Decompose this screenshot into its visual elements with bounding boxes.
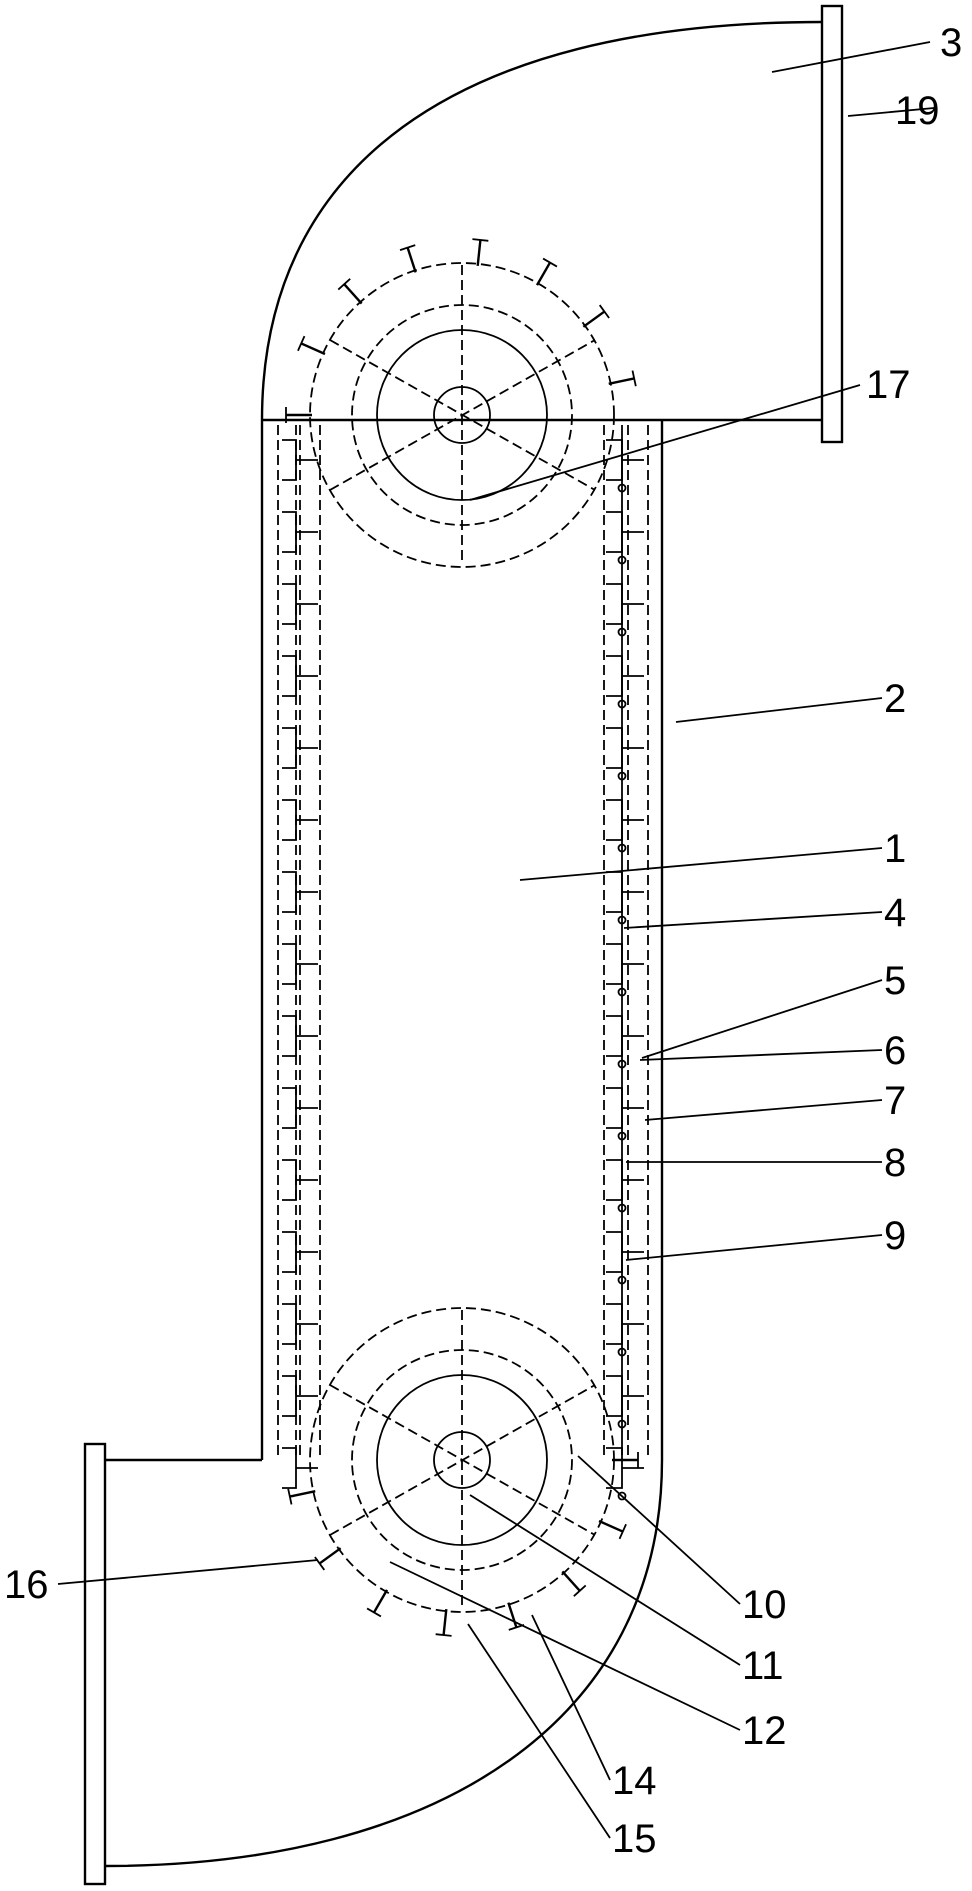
left-chain	[277, 425, 321, 1455]
label-9: 9	[884, 1214, 906, 1258]
right-chain	[603, 425, 649, 1455]
label-1: 1	[884, 827, 906, 871]
label-7: 7	[884, 1079, 906, 1123]
labels: 3 19 17 2 1 4 5 6 7 8 9 16 10 11 12 14 1…	[4, 21, 962, 1861]
label-6: 6	[884, 1029, 906, 1073]
label-10: 10	[742, 1583, 787, 1627]
bottom-sprocket	[309, 1307, 615, 1613]
label-3: 3	[940, 21, 962, 65]
label-17: 17	[866, 363, 911, 407]
label-19: 19	[895, 89, 940, 133]
label-12: 12	[742, 1709, 787, 1753]
label-5: 5	[884, 959, 906, 1003]
chain-links	[282, 439, 644, 1501]
label-15: 15	[612, 1817, 657, 1861]
leader-lines	[57, 41, 935, 1839]
sprocket-teeth	[285, 238, 639, 1637]
housing	[83, 4, 844, 1886]
label-16: 16	[4, 1563, 49, 1607]
top-sprocket	[309, 262, 615, 568]
label-8: 8	[884, 1141, 906, 1185]
label-11: 11	[742, 1644, 784, 1688]
label-4: 4	[884, 891, 906, 935]
label-14: 14	[612, 1759, 657, 1803]
label-2: 2	[884, 677, 906, 721]
